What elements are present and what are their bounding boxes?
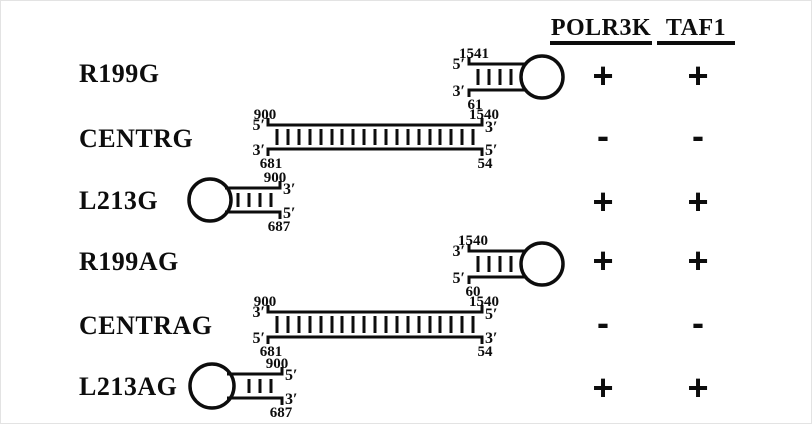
centrag-top-left-end: 3′ [253,304,266,321]
structure-l213g: 900 3′ 5′ 687 [187,170,296,235]
centrag-bottom-right-number: 54 [478,344,494,360]
column-header-taf1: TAF1 [657,15,735,45]
r199g-top-end: 5′ [453,56,466,73]
centrg-bottom-strand [266,147,484,156]
l213ag-base-pairs [247,379,273,393]
polr3k-sign-r199ag: + [592,240,614,281]
centrag-bottom-left-end: 5′ [253,330,266,347]
l213g-bottom-strand [225,210,282,219]
r199ag-bottom-end: 5′ [453,270,466,287]
centrag-top-strand [266,305,484,314]
centrg-top-left-end: 5′ [253,117,266,134]
l213ag-top-end: 5′ [285,367,298,384]
row-label-centrg: CENTRG [79,124,194,153]
row-label-r199g: R199G [79,59,160,88]
row-label-centrag: CENTRAG [79,311,213,340]
l213ag-top-number: 900 [266,356,289,372]
taf1-sign-centrg: - [692,115,704,156]
structure-l213ag: 900 5′ 3′ 687 [188,356,298,421]
r199ag-bottom-number: 60 [466,284,481,300]
l213ag-bottom-end: 3′ [285,391,298,408]
structure-r199ag: 1540 3′ 5′ 60 [453,233,565,300]
centrag-top-left-number: 900 [254,294,277,310]
polr3k-sign-l213g: + [592,181,614,222]
r199ag-top-strand [467,244,526,253]
l213ag-loop [188,362,236,410]
r199g-loop [519,54,565,100]
r199ag-top-end: 3′ [453,243,466,260]
r199ag-bottom-strand [467,275,526,284]
polr3k-sign-centrg: - [597,115,609,156]
centrg-top-right-end: 3′ [485,119,498,136]
centrag-bottom-strand [266,335,484,344]
centrg-base-pairs [275,129,475,145]
r199g-top-number: 1541 [459,46,489,62]
polr3k-sign-r199g: + [592,55,614,96]
centrg-top-right-number: 1540 [469,107,499,123]
l213g-top-end: 3′ [283,181,296,198]
l213ag-top-strand [227,367,284,376]
centrg-bottom-left-number: 681 [260,156,283,172]
centrag-base-pairs [275,316,475,333]
row-label-l213ag: L213AG [79,372,178,401]
r199ag-loop [519,241,565,287]
l213g-base-pairs [236,193,273,207]
centrag-top-right-number: 1540 [469,294,499,310]
row-label-l213g: L213G [79,186,159,215]
r199ag-base-pairs [476,256,513,272]
centrg-bottom-right-number: 54 [478,156,494,172]
r199g-bottom-number: 61 [468,97,483,113]
l213g-loop [187,177,233,223]
centrag-bottom-left-number: 681 [260,344,283,360]
centrag-bottom-right-end: 3′ [485,330,498,347]
taf1-sign-r199g: + [687,55,709,96]
taf1-sign-l213g: + [687,181,709,222]
r199g-top-strand [467,57,526,66]
r199g-bottom-end: 3′ [453,83,466,100]
l213ag-bottom-number: 687 [270,405,293,421]
r199g-bottom-strand [467,88,526,97]
taf1-sign-r199ag: + [687,240,709,281]
structure-centrg: 900 1540 5′ 3′ 3′ 5′ 681 54 [253,107,500,172]
r199ag-top-number: 1540 [458,233,488,249]
taf1-sign-l213ag: + [687,367,709,408]
l213ag-bottom-strand [227,396,284,405]
l213g-bottom-end: 5′ [283,205,296,222]
structure-r199g: 1541 5′ 3′ 61 [453,46,565,113]
l213g-top-strand [225,181,282,190]
centrag-top-right-end: 5′ [485,306,498,323]
column-header-polr3k: POLR3K [550,15,652,45]
polr3k-sign-centrag: - [597,302,609,343]
l213g-bottom-number: 687 [268,219,291,235]
l213g-top-number: 900 [264,170,287,186]
row-label-r199ag: R199AG [79,247,179,276]
centrg-top-strand [266,118,484,127]
polr3k-sign-l213ag: + [592,367,614,408]
taf1-sign-centrag: - [692,302,704,343]
r199g-base-pairs [476,69,513,85]
centrg-bottom-left-end: 3′ [253,142,266,159]
structure-centrag: 900 1540 3′ 5′ 5′ 3′ 681 54 [253,294,500,360]
centrg-bottom-right-end: 5′ [485,142,498,159]
centrg-top-left-number: 900 [254,107,277,123]
